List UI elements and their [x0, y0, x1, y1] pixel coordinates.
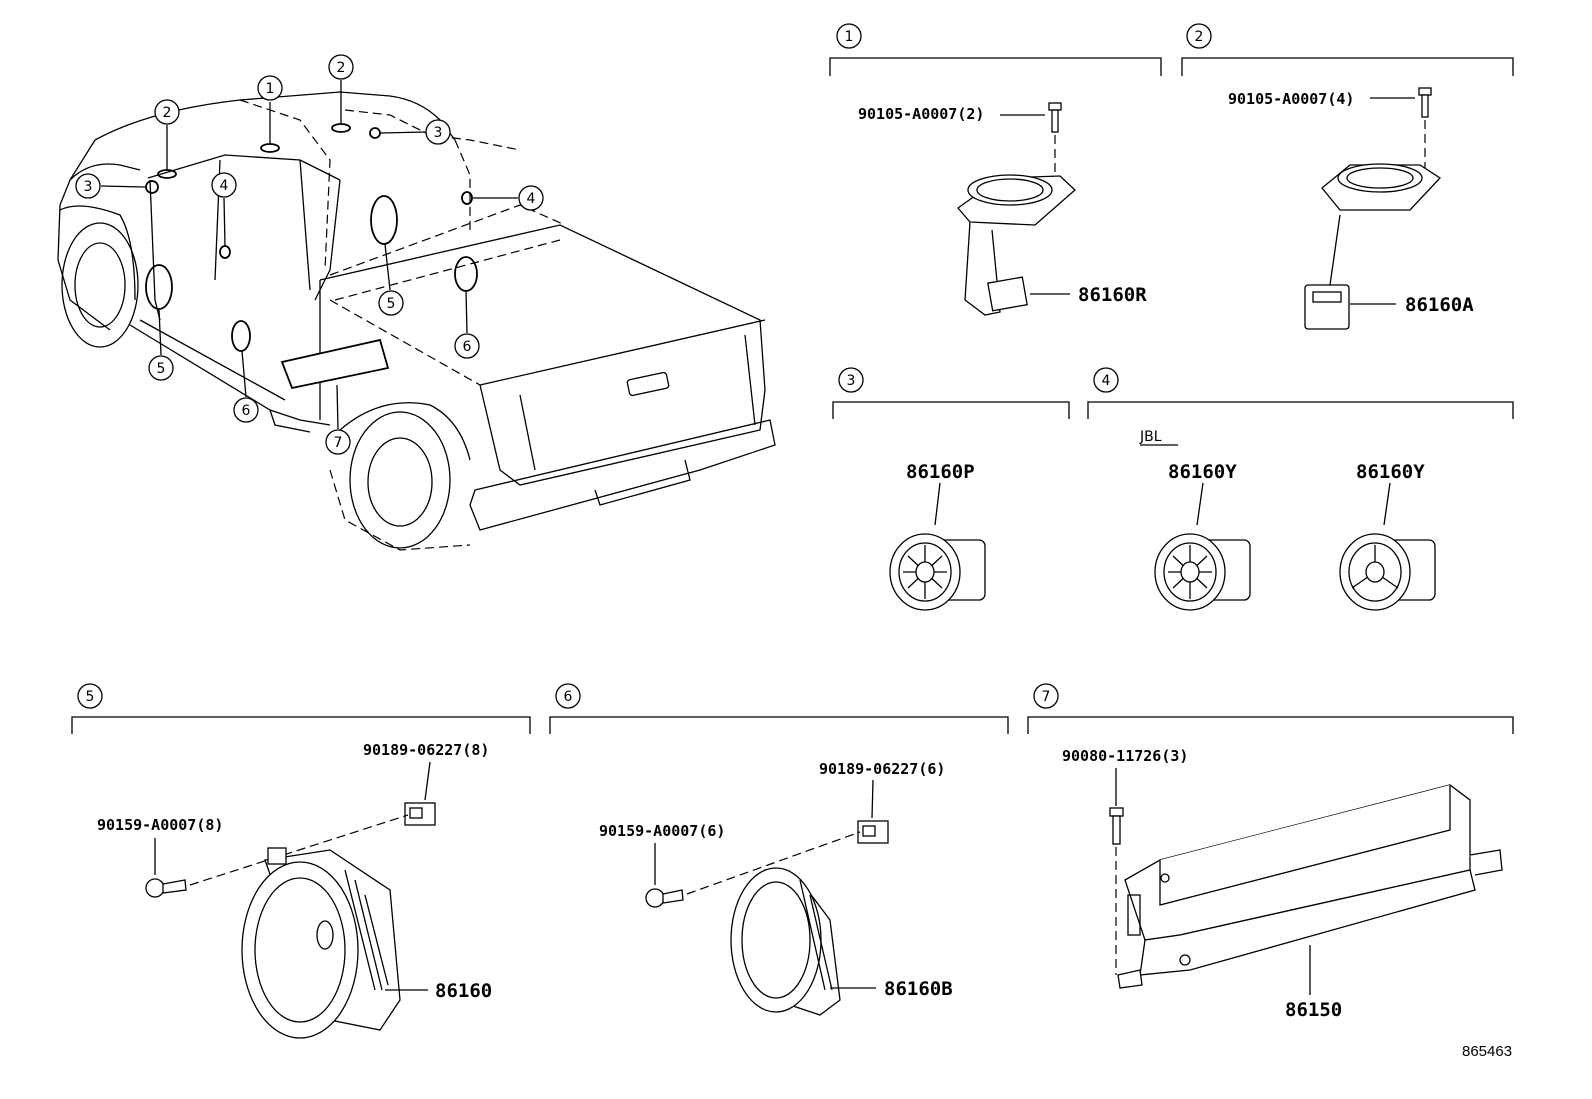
vehicle-callout-5b: 5	[378, 290, 404, 316]
part-label-90189-06227-6: 90189-06227(6)	[819, 760, 945, 778]
svg-text:7: 7	[334, 435, 343, 451]
svg-text:4: 4	[220, 178, 229, 194]
bolt-icon	[1109, 807, 1124, 845]
vehicle-callout-6b: 6	[233, 397, 259, 423]
svg-text:3: 3	[84, 179, 93, 195]
vehicle-callout-2b: 2	[154, 99, 180, 125]
svg-text:6: 6	[564, 689, 573, 705]
part-label-86160B: 86160B	[884, 978, 953, 1000]
group-3-bracket	[832, 401, 1070, 419]
svg-text:2: 2	[1195, 29, 1204, 45]
group-1-bracket	[829, 57, 1162, 76]
group-1-callout: 1	[836, 23, 862, 49]
clip-nut-icon	[857, 820, 889, 844]
group-3-callout: 3	[838, 367, 864, 393]
vehicle-callout-3a: 3	[75, 173, 101, 199]
group-5: 5 90189-06227(8) 90159-A0007(8) 86160	[71, 683, 531, 1039]
door-speaker-medium-icon	[730, 867, 841, 1016]
svg-text:3: 3	[847, 373, 856, 389]
door-speaker-small-icon	[1154, 533, 1251, 611]
tweeter-speaker-icon	[1304, 163, 1442, 330]
group-5-bracket	[71, 716, 531, 734]
svg-text:2: 2	[163, 105, 172, 121]
group-6-bracket	[549, 716, 1009, 734]
bolt-icon	[1048, 102, 1062, 133]
group-2-bracket	[1181, 57, 1514, 76]
svg-text:2: 2	[337, 60, 346, 76]
group-4-callout: 4	[1093, 367, 1119, 393]
group-7-callout: 7	[1033, 683, 1059, 709]
svg-text:1: 1	[266, 81, 275, 97]
subwoofer-box-icon	[1117, 784, 1503, 989]
svg-text:5: 5	[157, 361, 166, 377]
vehicle-callout-6a: 6	[454, 333, 480, 359]
group-3: 3 86160P	[832, 367, 1070, 611]
svg-text:3: 3	[434, 125, 443, 141]
group-7-bracket	[1027, 716, 1514, 734]
vehicle-callout-4a: 4	[211, 172, 237, 198]
vehicle-callout-7: 7	[325, 429, 351, 455]
vehicle-callout-1: 1	[257, 75, 283, 101]
part-label-90189-06227-8: 90189-06227(8)	[363, 741, 489, 759]
bolt-icon	[1418, 87, 1432, 118]
diagram-id: 865463	[1462, 1043, 1512, 1060]
vehicle-callout-3b: 3	[425, 119, 451, 145]
svg-text:5: 5	[387, 296, 396, 312]
svg-text:6: 6	[242, 403, 251, 419]
part-label-86160Y-a: 86160Y	[1168, 461, 1237, 483]
clip-nut-icon	[404, 802, 436, 826]
vehicle-callout-5a: 5	[148, 355, 174, 381]
part-label-90159-A0007-8: 90159-A0007(8)	[97, 816, 223, 834]
part-label-86160: 86160	[435, 980, 492, 1002]
group-5-callout: 5	[77, 683, 103, 709]
group-4: 4 JBL 86160Y 86160Y	[1087, 367, 1514, 611]
group-2: 2 90105-A0007(4) 86160A	[1181, 23, 1514, 330]
door-speaker-small-icon	[1339, 533, 1436, 611]
svg-text:1: 1	[845, 29, 854, 45]
variant-note-jbl: JBL	[1139, 429, 1162, 445]
group-6: 6 90189-06227(6) 90159-A0007(6) 86160B	[549, 683, 1009, 1016]
part-label-90105-A0007-4: 90105-A0007(4)	[1228, 90, 1354, 108]
group-2-callout: 2	[1186, 23, 1212, 49]
tweeter-speaker-icon	[957, 174, 1076, 316]
group-4-bracket	[1087, 401, 1514, 419]
part-label-86160Y-b: 86160Y	[1356, 461, 1425, 483]
svg-text:4: 4	[527, 191, 536, 207]
svg-text:7: 7	[1042, 689, 1051, 705]
part-label-86160A: 86160A	[1405, 294, 1474, 316]
part-label-86150: 86150	[1285, 999, 1342, 1021]
group-7: 7 90080-11726(3) 86150	[1027, 683, 1514, 1021]
vehicle-callout-4b: 4	[518, 185, 544, 211]
screw-icon	[145, 878, 187, 898]
screw-icon	[645, 888, 684, 908]
svg-text:4: 4	[1102, 373, 1111, 389]
door-speaker-large-icon	[241, 847, 401, 1039]
vehicle-callout-2a: 2	[328, 54, 354, 80]
part-label-90105-A0007-2: 90105-A0007(2)	[858, 105, 984, 123]
part-label-86160R: 86160R	[1078, 284, 1147, 306]
group-6-callout: 6	[555, 683, 581, 709]
svg-text:6: 6	[463, 339, 472, 355]
part-label-90080-11726-3: 90080-11726(3)	[1062, 747, 1188, 765]
part-label-86160P: 86160P	[906, 461, 975, 483]
vehicle-illustration: 1 2 2 3 3 4 4 5 5 6 6 7	[57, 54, 776, 551]
group-1: 1 90105-A0007(2) 86160R	[829, 23, 1162, 316]
svg-text:5: 5	[86, 689, 95, 705]
part-label-90159-A0007-6: 90159-A0007(6)	[599, 822, 725, 840]
door-speaker-small-icon	[889, 533, 986, 611]
